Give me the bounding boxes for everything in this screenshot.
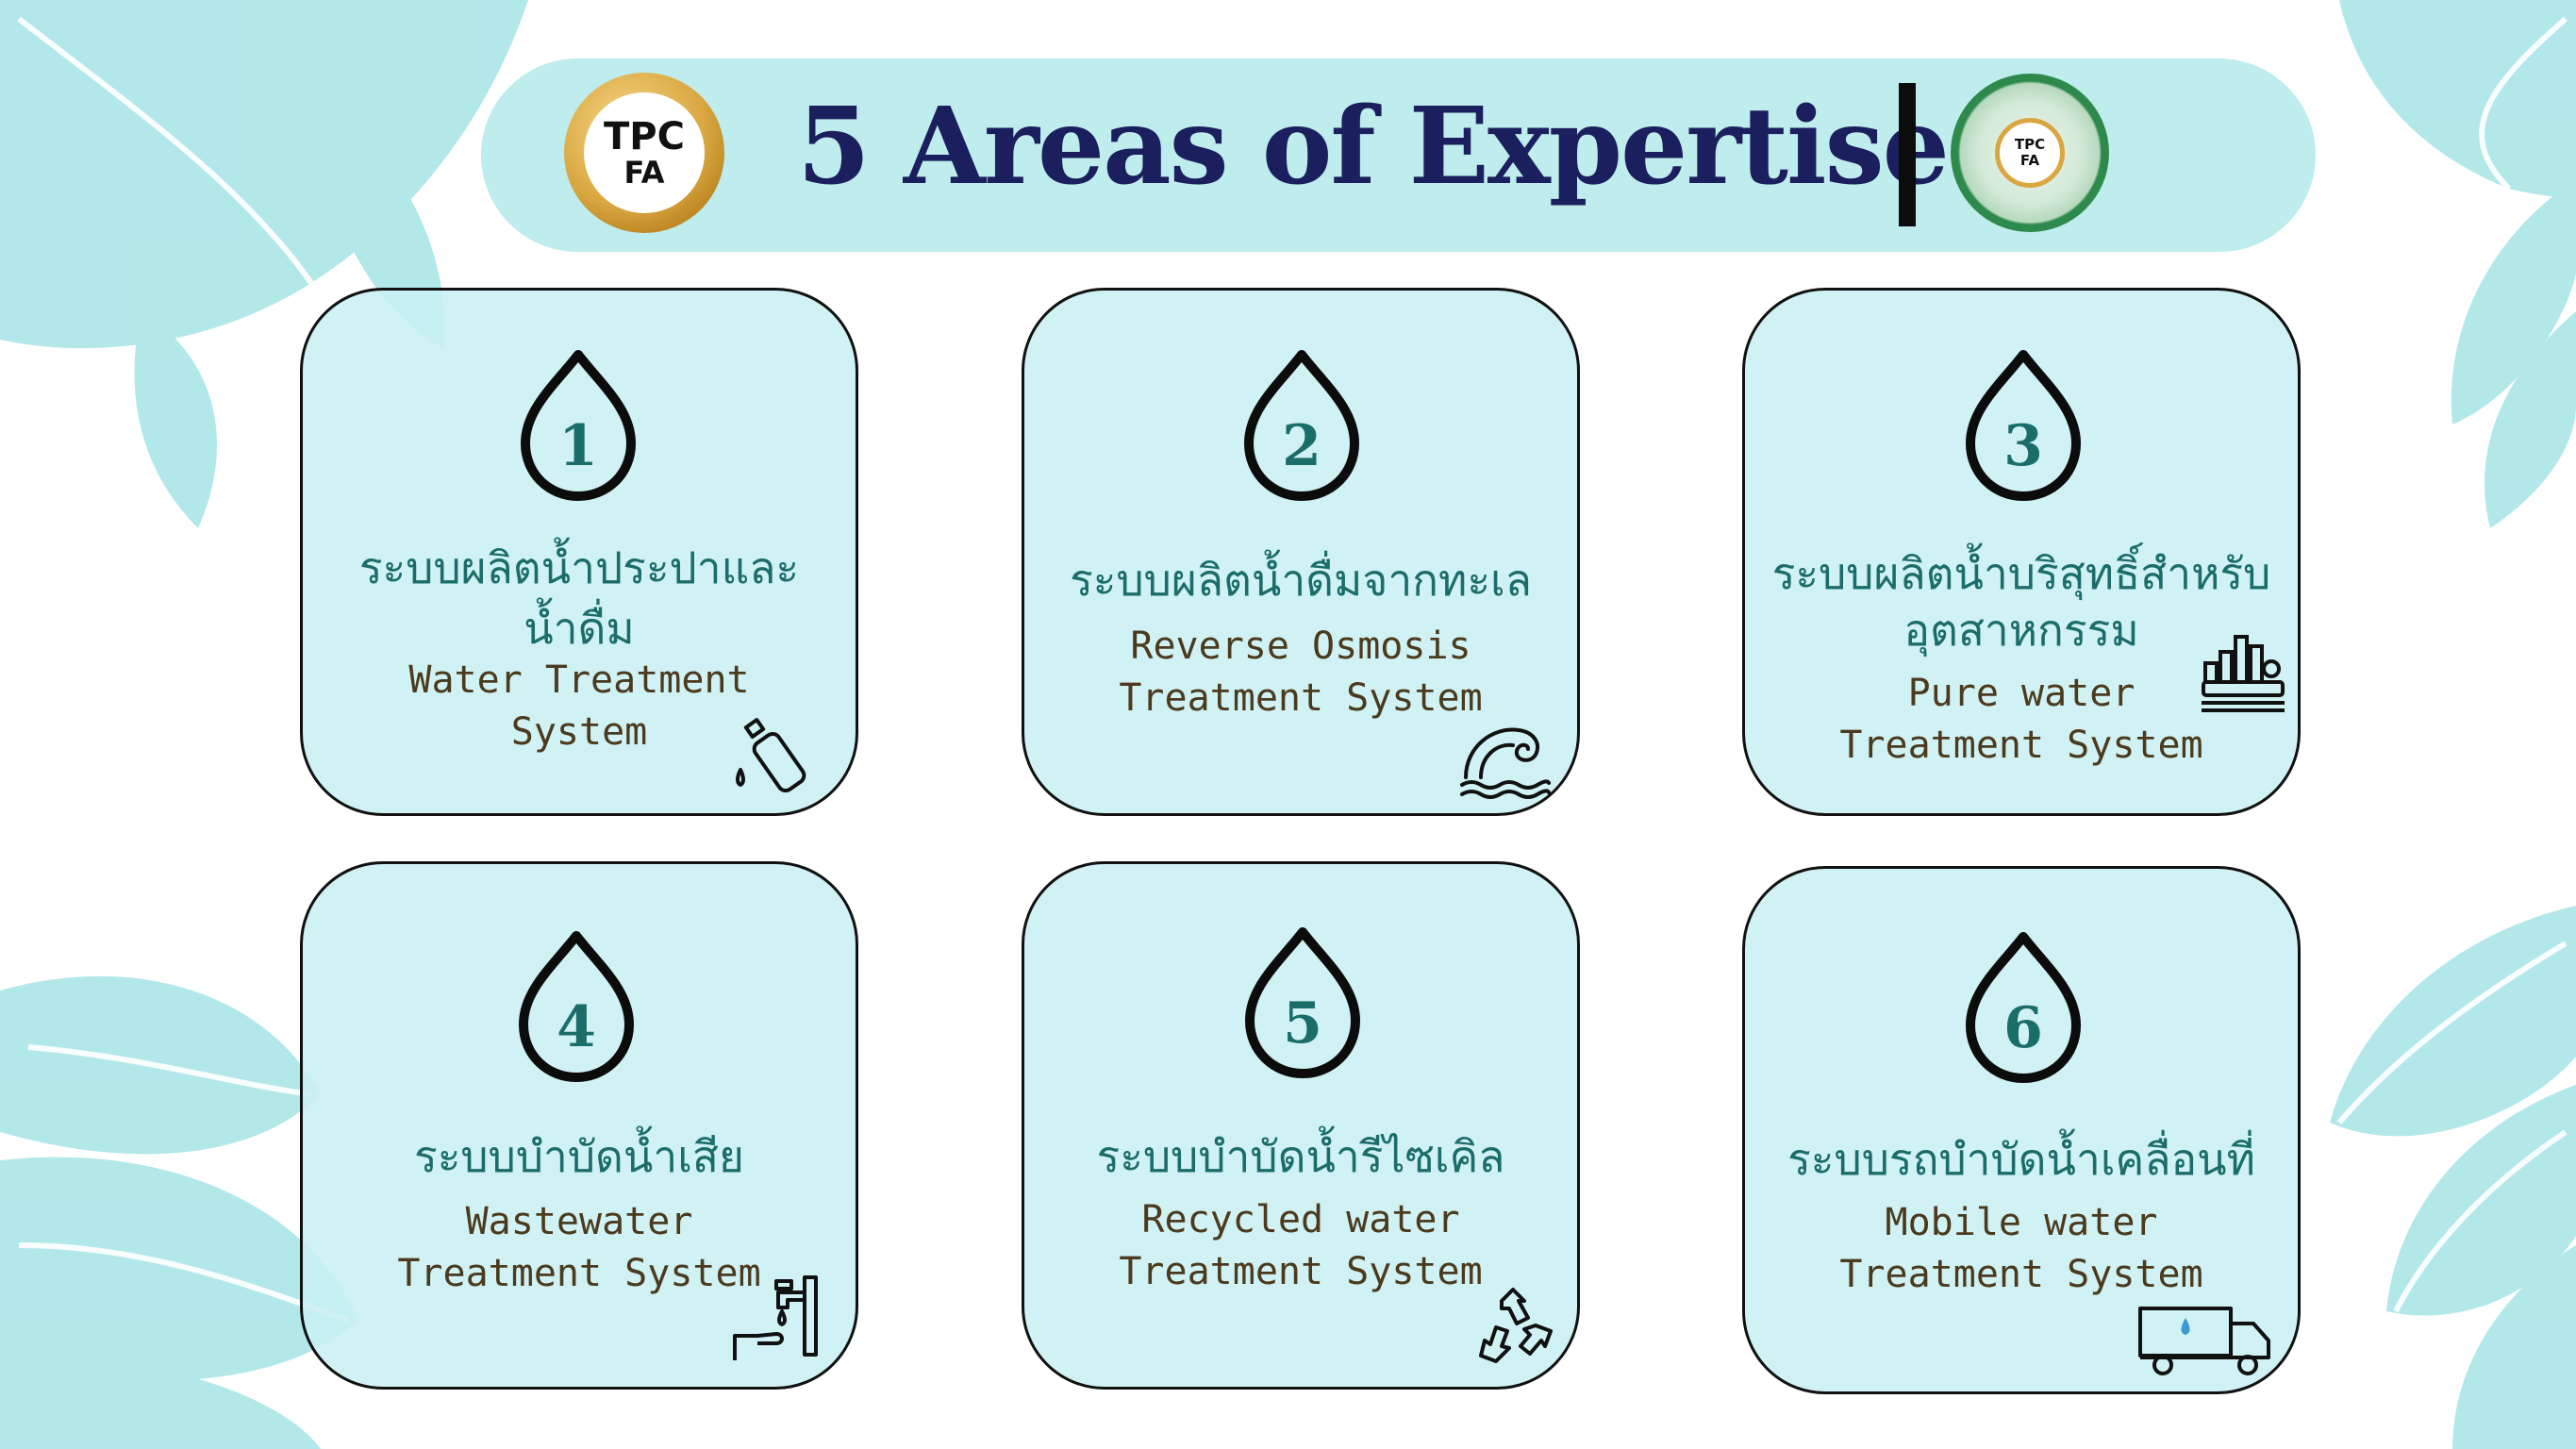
card-english-title-line1: Pure water [1907,672,2136,715]
card-thai-title-line1: ระบบผลิตน้ำบริสุทธิ์สำหรับ [1771,548,2271,599]
expertise-card-5: 5 ระบบบำบัดน้ำรีไซเคิล Recycled water Tr… [1022,861,1580,1390]
card-number: 5 [1283,991,1322,1057]
card-english-title-line2: Treatment System [1119,1250,1483,1293]
card-english-title-line2: Treatment System [1119,676,1483,720]
water-drop-icon: 2 [1236,347,1368,502]
wave-icon [1460,727,1551,799]
water-drop-icon: 1 [512,347,644,502]
card-thai-title-line2: อุตสาหกรรม [1903,605,2139,656]
title-divider [1899,83,1916,226]
card-number: 6 [2003,995,2043,1061]
card-thai-title-line2: น้ำดื่ม [524,603,635,654]
water-drop-icon: 5 [1237,924,1369,1079]
active-air-purification-logo: TPC FA [1951,74,2109,232]
card-english-title-line2: Treatment System [397,1252,761,1295]
page-title: 5 Areas of Expertise [797,85,1950,208]
badge-text-line2: FA [2019,152,2040,169]
card-english-title-line1: Recycled water [1141,1198,1460,1241]
card-number: 4 [557,994,596,1060]
card-number: 2 [1282,413,1321,479]
card-thai-title-line1: ระบบรถบำบัดน้ำเคลื่อนที่ [1787,1134,2255,1185]
expertise-card-3: 3 ระบบผลิตน้ำบริสุทธิ์สำหรับ อุตสาหกรรม … [1742,288,2301,816]
card-english-title-line1: Water Treatment [408,658,750,702]
expertise-card-2: 2 ระบบผลิตน้ำดื่มจากทะเล Reverse Osmosis… [1022,288,1580,816]
card-thai-title-line1: ระบบผลิตน้ำประปาและ [358,542,800,593]
water-drop-icon: 4 [510,928,642,1083]
card-english-title-line1: Wastewater [465,1200,693,1243]
truck-icon [2138,1307,2270,1375]
logo-text-line1: TPC [604,115,685,158]
expertise-card-1: 1 ระบบผลิตน้ำประปาและ น้ำดื่ม Water Trea… [300,288,858,816]
card-english-title-line2: Treatment System [1839,724,2203,767]
water-bottle-icon [736,718,806,793]
factory-icon [2202,635,2285,712]
card-thai-title-line1: ระบบบำบัดน้ำเสีย [414,1131,744,1182]
card-english-title-line1: Reverse Osmosis [1130,625,1471,668]
water-drop-icon: 6 [1957,929,2089,1084]
recycle-icon [1479,1288,1553,1363]
card-thai-title-line1: ระบบผลิตน้ำดื่มจากทะเล [1070,555,1532,606]
water-drop-icon: 3 [1957,347,2089,502]
card-english-title-line2: System [510,710,648,754]
expertise-card-6: 6 ระบบรถบำบัดน้ำเคลื่อนที่ Mobile water … [1742,866,2301,1394]
card-english-title-line2: Treatment System [1839,1253,2203,1296]
expertise-card-4: 4 ระบบบำบัดน้ำเสีย Wastewater Treatment … [300,861,858,1390]
card-thai-title-line1: ระบบบำบัดน้ำรีไซเคิล [1096,1131,1505,1182]
tpc-fa-logo: TPC FA [564,73,724,233]
card-number: 1 [558,413,598,479]
logo-text-line2: FA [623,155,665,191]
faucet-hand-icon [733,1275,818,1360]
card-number: 3 [2003,413,2043,479]
card-english-title-line1: Mobile water [1885,1201,2158,1244]
badge-text-line1: TPC [2014,136,2046,153]
